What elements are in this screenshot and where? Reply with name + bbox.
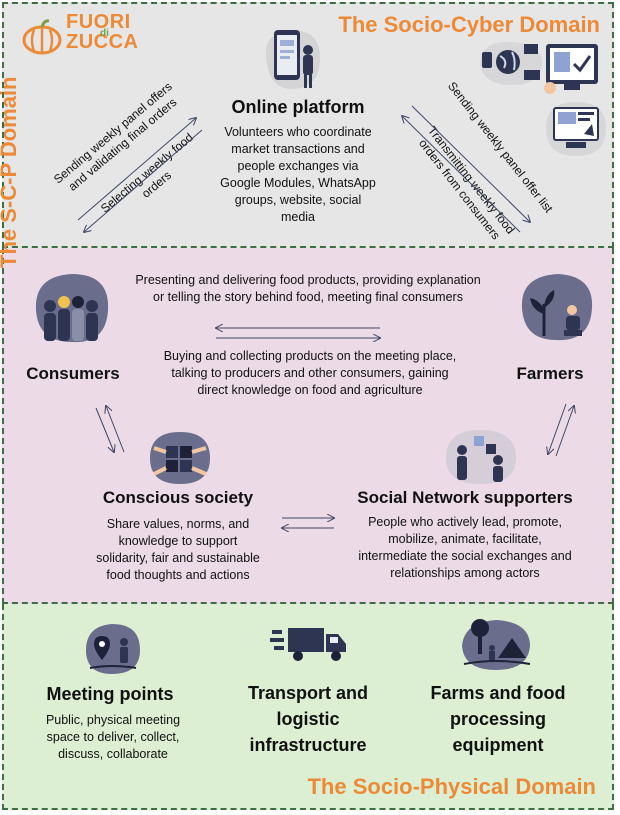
title-line: Farms and food bbox=[430, 683, 566, 703]
socio-physical-domain-title: The Socio-Physical Domain bbox=[307, 774, 596, 799]
consumers-title: Consumers bbox=[26, 364, 120, 383]
title-line: infrastructure bbox=[249, 735, 367, 755]
text-line: Buying and collecting products on the me… bbox=[163, 349, 457, 363]
desc-line: relationships among actors bbox=[390, 566, 540, 580]
meeting-points-title: Meeting points bbox=[46, 684, 174, 704]
platform-desc-line: people exchanges via bbox=[237, 159, 359, 173]
desc-line: People who actively lead, promote, bbox=[368, 515, 562, 529]
logo-wordmark: FUORI ZUCCA bbox=[66, 12, 139, 52]
conscious-society-description: Share values, norms, and knowledge to su… bbox=[88, 516, 268, 584]
desc-line: solidarity, fair and sustainable bbox=[96, 551, 260, 565]
desc-line: Share values, norms, and bbox=[106, 517, 250, 531]
farmer-plants-icon bbox=[521, 274, 593, 341]
title-line: logistic bbox=[276, 709, 340, 729]
logo-line-1: FUORI bbox=[66, 11, 131, 33]
online-platform-description: Volunteers who coordinate market transac… bbox=[198, 124, 398, 226]
text-line: or telling the story behind food, meetin… bbox=[153, 290, 463, 304]
social-network-supporters-description: People who actively lead, promote, mobil… bbox=[330, 514, 600, 582]
consumer-to-farmer-text: Buying and collecting products on the me… bbox=[140, 348, 480, 399]
text-line: direct knowledge on food and agriculture bbox=[197, 383, 423, 397]
logo-di: di bbox=[100, 28, 109, 39]
fuori-di-zucca-logo: FUORI ZUCCA di bbox=[22, 12, 162, 60]
user-screen-icon bbox=[544, 44, 598, 94]
title-line: processing bbox=[449, 709, 547, 729]
platform-desc-line: groups, website, social bbox=[234, 193, 362, 207]
desc-line: knowledge to support bbox=[118, 534, 238, 548]
conscious-society-title: Conscious society bbox=[102, 488, 254, 507]
platform-desc-line: market transactions and bbox=[231, 142, 365, 156]
platform-desc-line: Google Modules, WhatsApp bbox=[220, 176, 376, 190]
desc-line: Public, physical meeting bbox=[45, 713, 181, 727]
web-pages-icon bbox=[546, 102, 606, 156]
map-pin-person-icon bbox=[86, 624, 140, 674]
world-devices-icon bbox=[480, 41, 543, 86]
team-puzzle-icon bbox=[446, 430, 516, 484]
delivery-truck-icon bbox=[270, 628, 346, 661]
social-network-supporters-title: Social Network supporters bbox=[357, 488, 573, 507]
pumpkin-icon bbox=[22, 19, 62, 55]
farm-tent-icon bbox=[462, 619, 531, 670]
meeting-points-description: Public, physical meeting space to delive… bbox=[30, 712, 196, 763]
desc-line: discuss, collaborate bbox=[58, 747, 168, 761]
title-line: Transport and bbox=[247, 683, 368, 703]
puzzle-hands-icon bbox=[150, 432, 210, 484]
smartphone-icon bbox=[265, 30, 320, 89]
farmer-to-consumer-text: Presenting and delivering food products,… bbox=[118, 272, 498, 306]
online-platform-title: Online platform bbox=[231, 97, 365, 117]
socio-cyber-domain-title: The Socio-Cyber Domain bbox=[338, 12, 600, 37]
consumers-group-icon bbox=[35, 274, 109, 343]
text-line: talking to producers and other consumers… bbox=[171, 366, 449, 380]
text-line: Presenting and delivering food products,… bbox=[135, 273, 481, 287]
desc-line: mobilize, animate, facilitate, bbox=[388, 532, 542, 546]
desc-line: intermediate the social exchanges and bbox=[358, 549, 572, 563]
desc-line: space to deliver, collect, bbox=[46, 730, 180, 744]
farms-food-processing-title: Farms and food processing equipment bbox=[418, 680, 578, 758]
logo-line-2: ZUCCA bbox=[66, 31, 139, 53]
platform-desc-line: Volunteers who coordinate bbox=[224, 125, 372, 139]
farmers-title: Farmers bbox=[516, 364, 584, 383]
title-line: equipment bbox=[452, 735, 544, 755]
scp-domain-title: The S-C-P Domain bbox=[0, 76, 21, 268]
platform-desc-line: media bbox=[280, 210, 316, 224]
transport-logistic-title: Transport and logistic infrastructure bbox=[228, 680, 388, 758]
desc-line: food thoughts and actions bbox=[106, 568, 250, 582]
